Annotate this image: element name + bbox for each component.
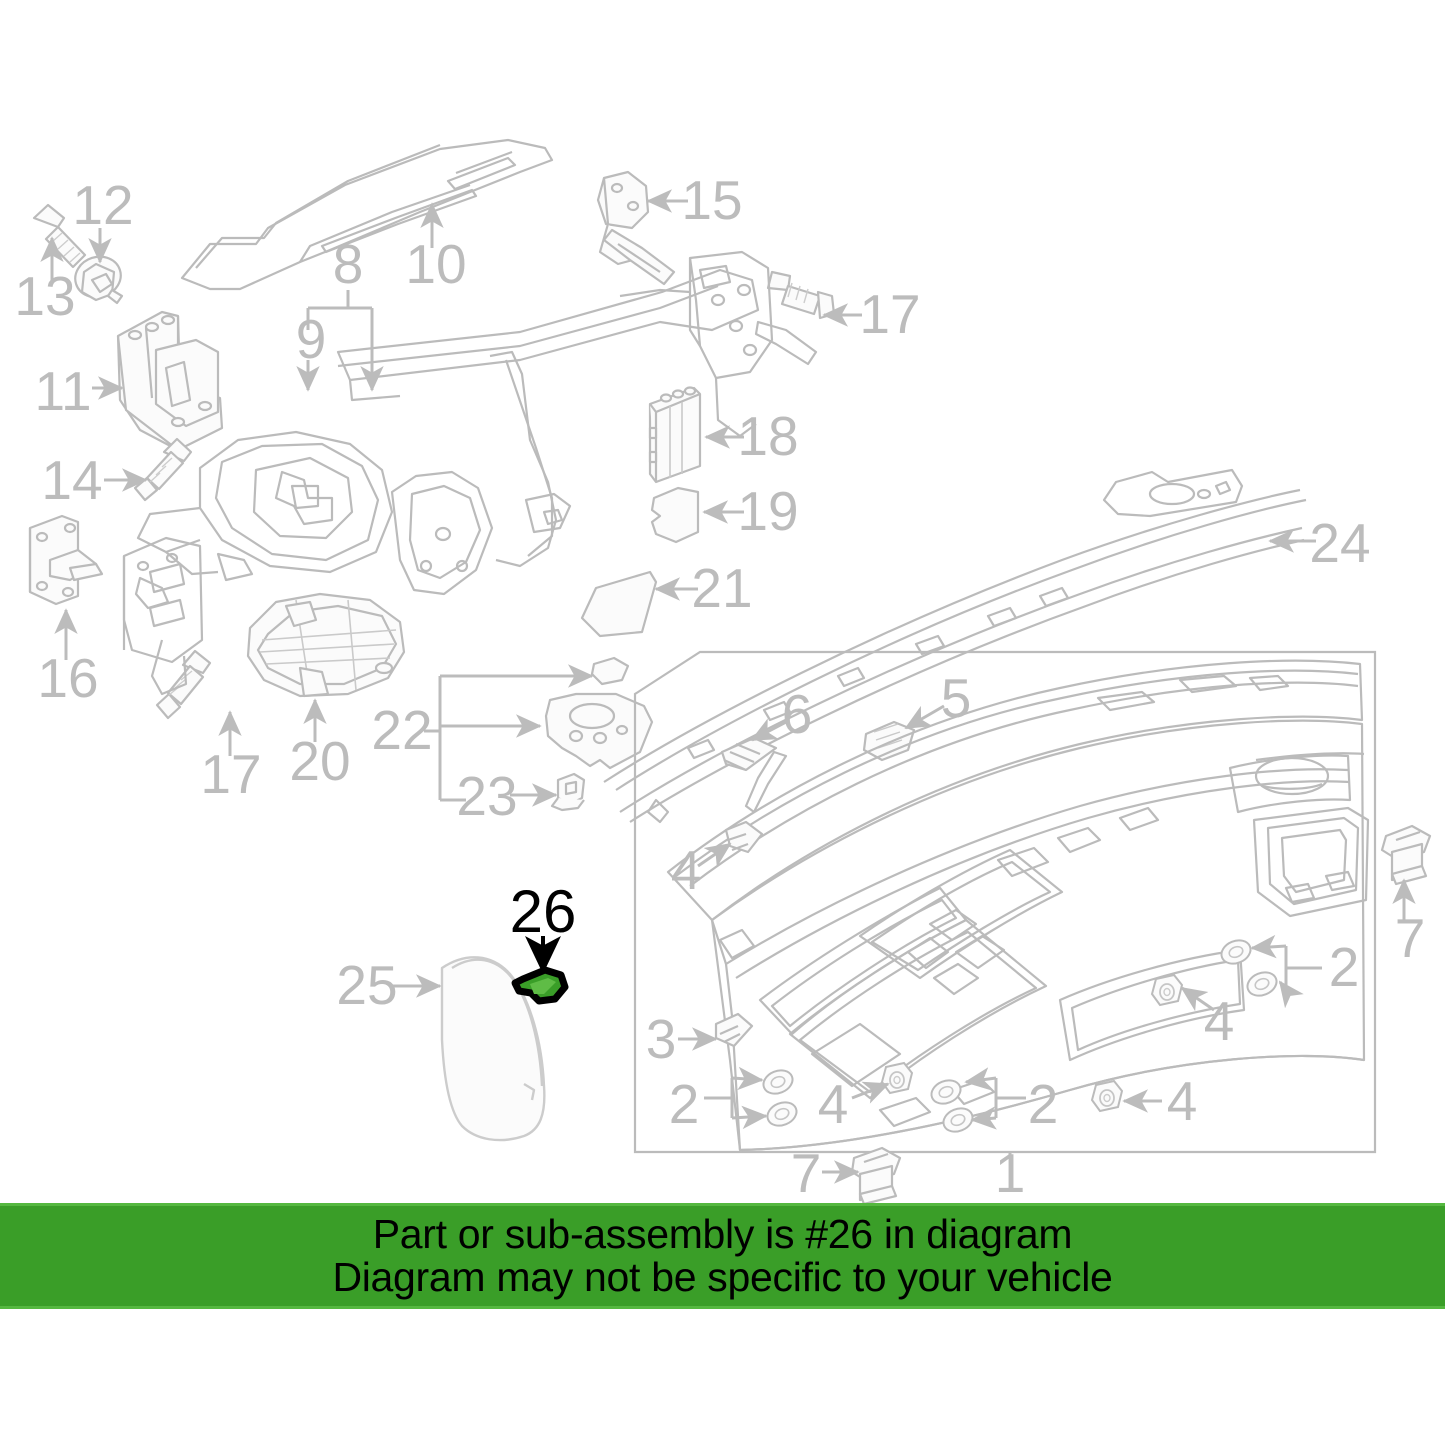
callout-label-18: 18 [737, 405, 798, 467]
callout-leaders [40, 189, 1416, 1184]
callout-label-4-c: 4 [1167, 1070, 1198, 1132]
part-4-nut-mid [881, 1062, 913, 1094]
callout-label-8: 8 [333, 233, 364, 295]
part-2-grommet-left-a [758, 1065, 798, 1099]
part-22-clip-upper [590, 656, 630, 686]
part-20-airbag-module [246, 592, 406, 698]
callout-label-26: 26 [510, 878, 577, 945]
part-7-grommet-bottom [850, 1146, 902, 1206]
callout-label-9: 9 [296, 308, 327, 370]
part-15-bracket [596, 170, 676, 286]
banner-line-2: Diagram may not be specific to your vehi… [332, 1254, 1113, 1300]
callout-label-25: 25 [336, 954, 397, 1016]
callout-label-19: 19 [737, 480, 798, 542]
callout-label-2-right: 2 [1329, 936, 1360, 998]
part-23-clip [550, 772, 586, 812]
part-4-nut-lower-right [1091, 1080, 1123, 1112]
part-2-grommet-mid-b [938, 1103, 978, 1137]
part-22-pillar-trim [544, 692, 654, 770]
callout-label-2-mid: 2 [1028, 1073, 1059, 1135]
center-bracket-assembly [619, 250, 818, 438]
part-7-grommet-right [1380, 824, 1432, 886]
callout-labels: 12 13 11 14 16 17 20 8 9 10 15 17 18 19 … [14, 169, 1425, 1204]
part-3-clip [714, 1012, 754, 1048]
callout-label-4-d: 4 [818, 1073, 849, 1135]
part-16-bracket [28, 514, 104, 606]
callout-label-23: 23 [456, 765, 517, 827]
callout-label-11: 11 [34, 360, 91, 422]
callout-label-7-bottom: 7 [791, 1142, 822, 1204]
banner-line-1: Part or sub-assembly is #26 in diagram [372, 1210, 1073, 1257]
callout-label-16: 16 [37, 647, 98, 709]
callout-label-2-left: 2 [669, 1073, 700, 1135]
part-2-grommet-mid-a [926, 1075, 966, 1109]
callout-label-15: 15 [681, 169, 742, 231]
part-21-panel [580, 570, 658, 638]
callout-label-4-b: 4 [1204, 990, 1235, 1052]
callout-label-13: 13 [14, 265, 75, 327]
callout-label-24: 24 [1309, 512, 1370, 574]
callout-label-22: 22 [371, 699, 432, 761]
callout-label-6: 6 [782, 683, 813, 745]
part-11-bracket [116, 310, 224, 452]
callout-label-7-right: 7 [1395, 907, 1426, 969]
part-5-clip [862, 720, 916, 762]
callout-label-21: 21 [691, 557, 752, 619]
part-14-bolt [133, 437, 193, 502]
disclaimer-banner: Part or sub-assembly is #26 in diagram D… [0, 1203, 1445, 1309]
callout-label-17-left: 17 [200, 743, 261, 805]
callout-label-5: 5 [941, 667, 972, 729]
part-2-grommet-right-b [1242, 967, 1282, 1001]
callout-label-4-a: 4 [671, 839, 702, 901]
callout-label-12: 12 [72, 174, 133, 236]
part-2-grommet-left-b [762, 1097, 802, 1131]
part-24-trim-strip [603, 468, 1307, 824]
callout-label-1: 1 [995, 1142, 1026, 1204]
callout-label-14: 14 [41, 449, 102, 511]
part-4-nut-right [1151, 974, 1183, 1006]
part-1-instrument-panel [666, 659, 1370, 1152]
callout-label-17-right: 17 [859, 283, 920, 345]
dash-support-frame [122, 268, 760, 696]
callout-label-3: 3 [646, 1008, 677, 1070]
callout-label-10: 10 [405, 233, 466, 295]
part-18-module [648, 386, 702, 484]
part-13-clip-nut [74, 255, 124, 305]
callout-label-20: 20 [289, 730, 350, 792]
part-6-clip [720, 736, 778, 772]
part-19-cover [650, 486, 700, 544]
part-17-bolt-right [766, 270, 836, 320]
part-10-trim-panel [180, 138, 554, 291]
part-1-assembly-box [633, 650, 1377, 1154]
callout-label-26-group: 26 [510, 878, 577, 945]
